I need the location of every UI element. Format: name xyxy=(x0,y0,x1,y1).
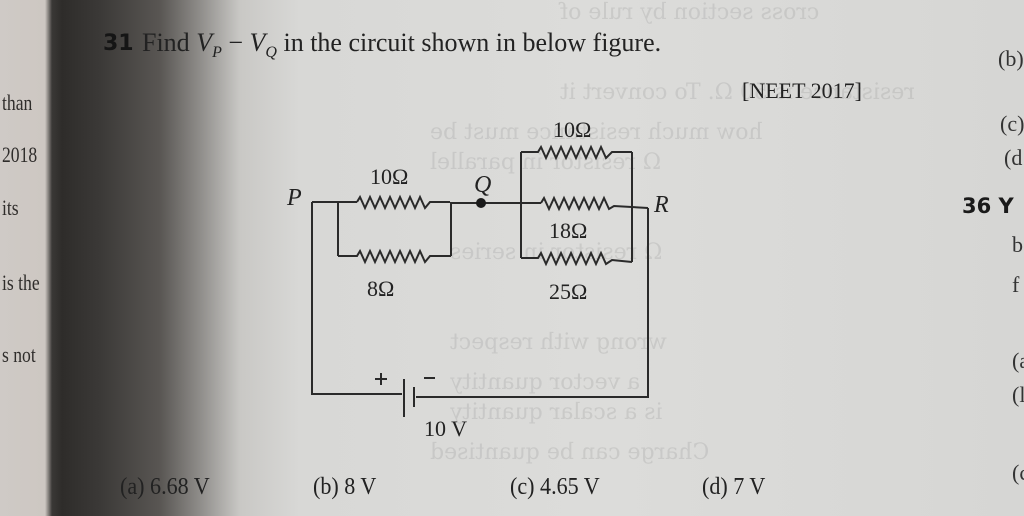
right-fragment-text: (a xyxy=(1012,348,1024,373)
voltage-subscript: P xyxy=(212,44,222,62)
resistor-label-8-ohm: 8Ω xyxy=(367,276,395,301)
resistor-25-ohm xyxy=(521,250,633,267)
node-r-label: R xyxy=(654,192,669,218)
resistor-label-10-ohm-right: 10Ω xyxy=(553,117,592,142)
right-fragment-text: f xyxy=(1012,272,1020,297)
left-fragment-text: s not xyxy=(2,342,36,367)
resistor-label-18-ohm: 18Ω xyxy=(549,218,588,243)
option-value: 6.68 V xyxy=(150,474,210,500)
resistor-8-ohm xyxy=(338,248,451,265)
right-fragment-text: b xyxy=(1012,232,1023,257)
question-number: 31 xyxy=(103,31,134,56)
right-fragment-text: (b) xyxy=(998,46,1024,71)
question-prefix: Find xyxy=(142,28,197,57)
battery-emf-label: 10 V xyxy=(424,416,467,441)
resistor-label-10-ohm-left: 10Ω xyxy=(370,164,409,189)
resistor-label-25-ohm: 25Ω xyxy=(549,279,588,304)
option-value: 4.65 V xyxy=(540,474,600,500)
option-label: (b) xyxy=(313,474,339,500)
voltage-symbol: V xyxy=(249,28,266,57)
node-q-label: Q xyxy=(474,172,492,198)
minus-sign: − xyxy=(221,28,250,57)
left-page-fragment: than 2018 its is the s not xyxy=(0,0,50,516)
question-text: Find VP − VQ in the circuit shown in bel… xyxy=(142,28,661,62)
right-fragment-text: (d xyxy=(1004,145,1023,170)
left-fragment-text: 2018 xyxy=(2,142,38,167)
option-label: (c) xyxy=(510,474,535,500)
option-c[interactable]: (c) 4.65 V xyxy=(510,474,600,501)
resistor-10-ohm-right xyxy=(521,144,632,161)
left-fragment-text: its xyxy=(2,195,19,220)
question-suffix: in the circuit shown in below figure. xyxy=(276,28,662,57)
option-d[interactable]: (d) 7 V xyxy=(702,474,765,501)
node-p-label: P xyxy=(287,185,302,211)
left-fragment-text: is the xyxy=(2,270,40,295)
resistor-10-ohm-left xyxy=(356,194,450,211)
resistor-18-ohm xyxy=(540,195,649,212)
left-fragment-text: than xyxy=(2,90,33,115)
node-q-dot xyxy=(476,198,486,208)
right-fragment-text: (c) xyxy=(1000,111,1024,136)
exam-source-tag: [NEET 2017] xyxy=(742,78,862,103)
option-b[interactable]: (b) 8 V xyxy=(313,474,376,501)
voltage-symbol: V xyxy=(196,28,213,57)
right-fragment-text: (l xyxy=(1012,382,1024,407)
option-value: 7 V xyxy=(733,474,766,500)
option-label: (d) xyxy=(702,474,728,500)
option-label: (a) xyxy=(120,474,145,500)
voltage-subscript: Q xyxy=(265,44,277,62)
right-fragment-question-number: 36 Y xyxy=(962,194,1014,218)
option-value: 8 V xyxy=(344,474,377,500)
option-a[interactable]: (a) 6.68 V xyxy=(120,474,210,501)
right-fragment-text: (c xyxy=(1012,460,1024,485)
